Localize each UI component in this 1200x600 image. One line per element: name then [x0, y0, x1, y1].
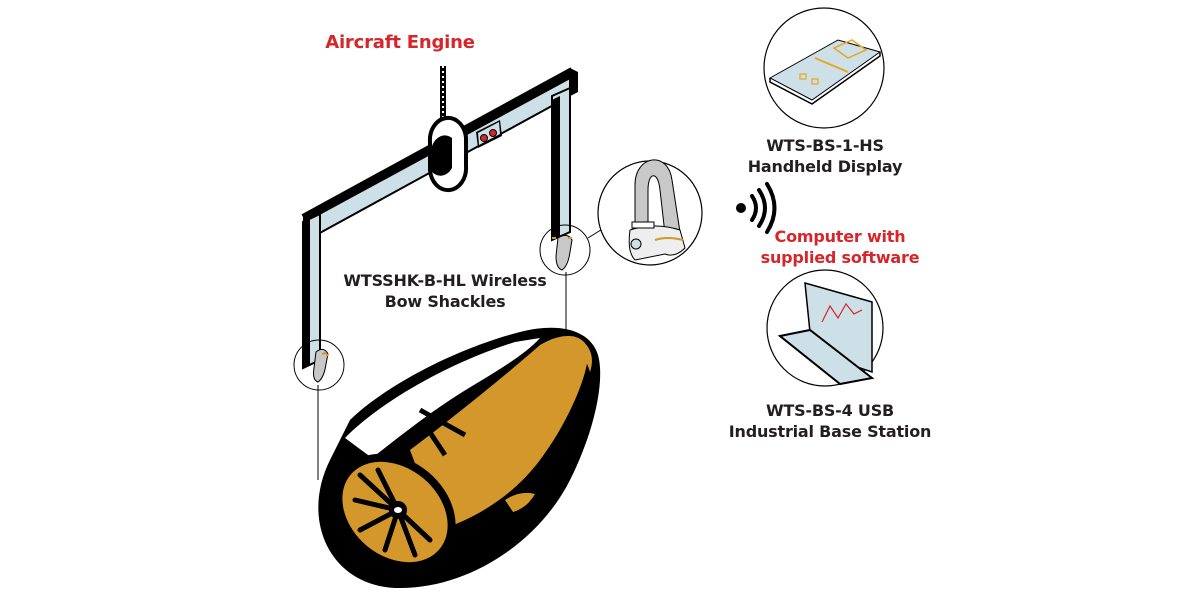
base-station-label-line2: Industrial Base Station [728, 422, 932, 441]
left-shackle-icon [293, 339, 345, 480]
handheld-label-line2: Handheld Display [747, 157, 903, 176]
shackle-label: WTSSHK-B-HL Wireless Bow Shackles [330, 270, 560, 312]
lifting-clamp-icon [427, 115, 469, 193]
shackle-label-line1: WTSSHK-B-HL Wireless [343, 271, 547, 290]
base-station-label-line1: WTS-BS-4 USB [765, 401, 895, 420]
base-station-label: WTS-BS-4 USB Industrial Base Station [720, 400, 940, 442]
bow-shackle-icon [597, 159, 703, 266]
laptop-base-station-icon [766, 269, 884, 387]
title-label: Aircraft Engine [325, 32, 475, 53]
shackle-label-line2: Bow Shackles [384, 292, 506, 311]
aircraft-engine-icon [318, 327, 601, 589]
handheld-label-line1: WTS-BS-1-HS [766, 136, 884, 155]
load-cell-indicator-icon [476, 120, 502, 148]
right-shackle-icon [539, 224, 605, 330]
computer-label-line2: supplied software [760, 248, 920, 267]
handheld-label: WTS-BS-1-HS Handheld Display [740, 135, 910, 177]
wireless-signal-icon [736, 182, 777, 234]
handheld-display-icon [763, 7, 885, 129]
computer-label: Computer with supplied software [755, 226, 925, 268]
computer-label-line1: Computer with [774, 227, 906, 246]
